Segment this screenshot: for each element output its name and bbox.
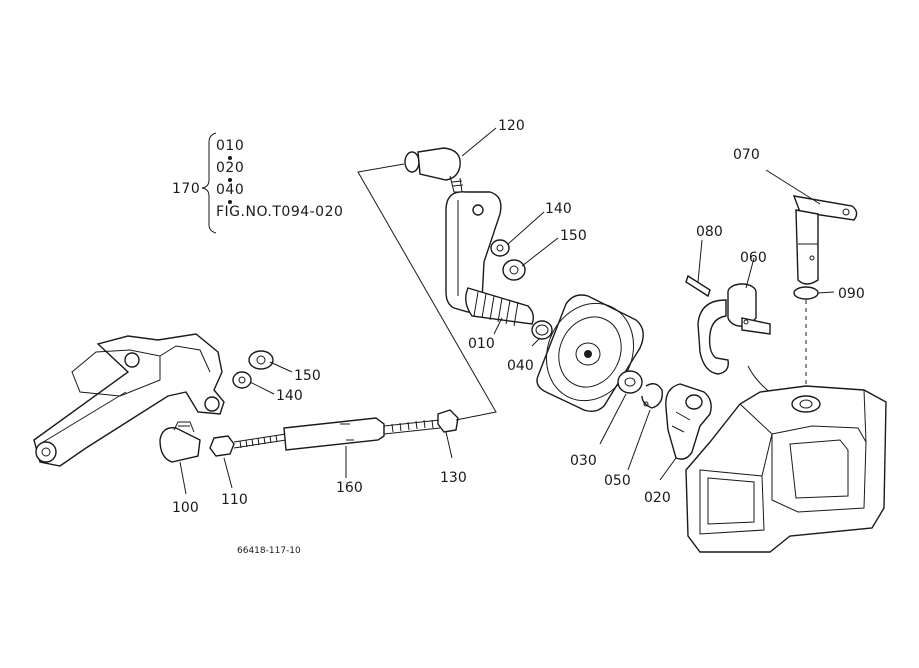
cover-plate [536,294,644,413]
group-item-010: 010 [216,138,244,154]
figure-number: FIG.NO.T094-020 [216,204,343,220]
housing [685,385,887,553]
lift-arm [33,333,225,467]
ball-joint-120 [404,147,464,193]
label-040: 040 [507,358,534,374]
label-140-upper: 140 [545,201,572,217]
label-020: 020 [644,490,671,506]
snap-ring-050 [641,383,663,409]
group-ref-label: 170 [172,181,200,197]
label-130: 130 [440,470,467,486]
label-050: 050 [604,473,631,489]
nut-150-upper [502,259,526,281]
bracket-arm-010 [445,191,535,327]
group-dot [228,178,232,182]
shaft-070 [792,195,858,285]
label-070: 070 [733,147,760,163]
label-150-upper: 150 [560,228,587,244]
lever-020 [665,383,712,460]
group-item-040: 040 [216,182,244,198]
clevis-060 [697,283,771,375]
label-030: 030 [570,453,597,469]
label-160: 160 [336,480,363,496]
label-110: 110 [221,492,248,508]
connection-line [357,163,497,421]
drawing-reference: 66418-117-10 [237,546,301,556]
group-bracket-170: 170 010 020 040 FIG.NO.T094-020 [172,132,343,234]
pin-080 [685,274,711,298]
label-150-left: 150 [294,368,321,384]
label-100: 100 [172,500,199,516]
nut-150-left [248,350,274,370]
group-dot [228,200,232,204]
label-090: 090 [838,286,865,302]
nut-130 [437,409,459,433]
leader-lines [179,127,835,495]
part-labels: 120 140 150 010 040 080 060 070 090 150 … [172,118,865,516]
locknut-110 [209,435,235,457]
group-dot [228,156,232,160]
label-010: 010 [468,336,495,352]
label-080: 080 [696,224,723,240]
ball-joint-100 [159,421,201,463]
group-item-020: 020 [216,160,244,176]
label-140-left: 140 [276,388,303,404]
washer-140-left [232,371,252,389]
turnbuckle-rod-160 [233,417,441,451]
washer-140-upper [490,239,510,257]
label-120: 120 [498,118,525,134]
o-ring-040 [531,320,553,340]
o-ring-090 [793,286,819,300]
label-060: 060 [740,250,767,266]
washer-030 [617,370,643,394]
